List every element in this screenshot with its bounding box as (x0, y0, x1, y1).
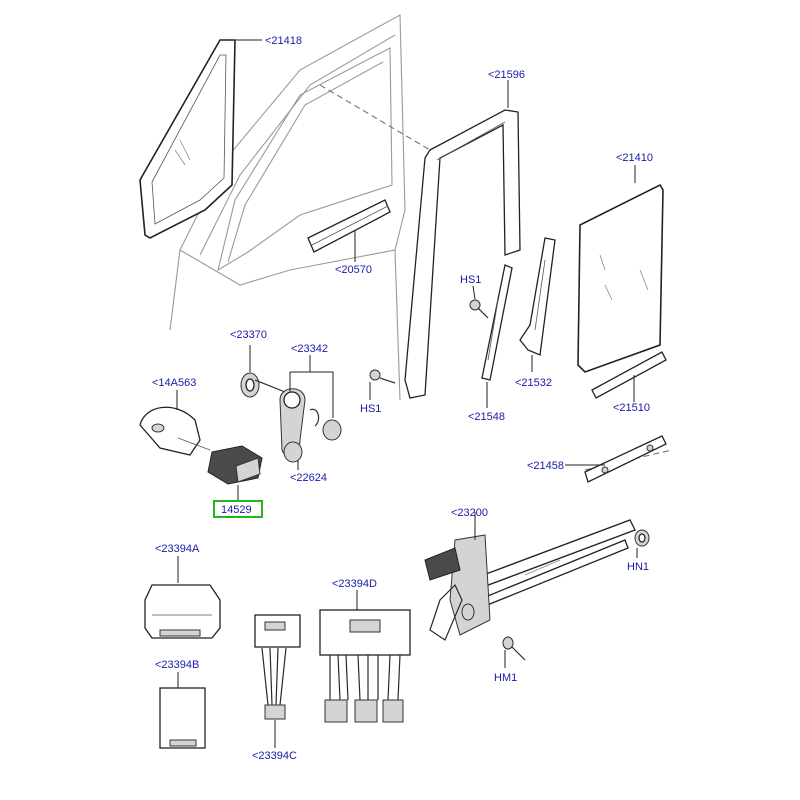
label-14A563[interactable]: <14A563 (152, 377, 196, 389)
label-23342[interactable]: <23342 (291, 343, 328, 355)
label-23200[interactable]: <23200 (451, 507, 488, 519)
part-run-channel-21532[interactable] (519, 237, 556, 356)
part-control-module-23394D[interactable] (319, 609, 411, 723)
part-sill-strip-20570[interactable] (307, 199, 391, 253)
alignment-line (319, 84, 431, 151)
part-switch-cover-14A563[interactable] (139, 406, 211, 456)
label-21458[interactable]: <21458 (527, 460, 564, 472)
label-23394A[interactable]: <23394A (155, 543, 200, 555)
label-23370[interactable]: <23370 (230, 329, 267, 341)
part-quarter-glass-21418[interactable] (139, 39, 236, 239)
part-escutcheon-23370[interactable] (240, 372, 286, 398)
label-hm1[interactable]: HM1 (494, 672, 517, 684)
part-run-channel-21548[interactable] (481, 264, 513, 381)
label-21548[interactable]: <21548 (468, 411, 505, 423)
vehicle-body-outline (169, 14, 406, 401)
part-window-handle-23342[interactable] (279, 388, 342, 463)
part-control-module-23394A[interactable] (144, 584, 221, 639)
label-22624[interactable]: <22624 (290, 472, 327, 484)
part-window-regulator-23200[interactable] (424, 519, 636, 641)
label-21510[interactable]: <21510 (613, 402, 650, 414)
part-guide-rail-21458[interactable] (584, 435, 667, 483)
label-21410[interactable]: <21410 (616, 152, 653, 164)
label-23394B[interactable]: <23394B (155, 659, 199, 671)
nut-hn1[interactable] (634, 529, 650, 547)
label-hs1-upper[interactable]: HS1 (460, 274, 481, 286)
label-hn1[interactable]: HN1 (627, 561, 649, 573)
screw-hs1-lower[interactable] (369, 369, 396, 384)
label-21596[interactable]: <21596 (488, 69, 525, 81)
part-switch-14529[interactable] (207, 445, 263, 485)
label-hs1-lower[interactable]: HS1 (360, 403, 381, 415)
part-frame-seal-21596[interactable] (404, 109, 521, 399)
label-23394C[interactable]: <23394C (252, 750, 297, 762)
bolt-hm1[interactable] (502, 636, 526, 661)
label-21418[interactable]: <21418 (265, 35, 302, 47)
label-23394D[interactable]: <23394D (332, 578, 377, 590)
part-control-module-23394B[interactable] (159, 687, 206, 749)
part-door-glass-21410[interactable] (577, 183, 664, 373)
label-20570[interactable]: <20570 (335, 264, 372, 276)
part-belt-strip-21510[interactable] (591, 351, 667, 399)
label-14529[interactable]: 14529 (221, 504, 252, 516)
leader-line (289, 371, 334, 418)
highlight-box-14529 (213, 500, 263, 518)
part-wiring-harness-23394C[interactable] (254, 614, 301, 720)
leader-line (472, 285, 476, 300)
label-21532[interactable]: <21532 (515, 377, 552, 389)
screw-hs1-upper[interactable] (469, 299, 489, 319)
